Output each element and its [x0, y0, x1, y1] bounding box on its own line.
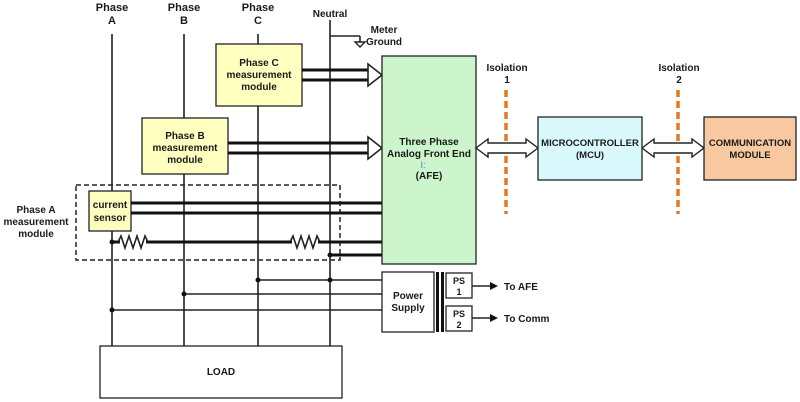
phase-c-letter: C: [254, 15, 262, 27]
ps1-label-2: 1: [456, 287, 461, 297]
junction-dot: [181, 291, 187, 297]
afe-label-1: Three Phase: [399, 137, 459, 148]
phase-c-module-label-1: Phase C: [239, 58, 278, 69]
phase-b-letter: B: [180, 15, 188, 27]
neutral-line: [329, 20, 367, 346]
ps1-block: PS 1: [445, 272, 473, 299]
ps2-block: PS 2: [445, 305, 473, 332]
phase-b-module-label-3: module: [167, 155, 203, 166]
phase-c-measurement-module: Phase C measurement module: [215, 43, 303, 107]
afe-mcu-link: [474, 137, 540, 159]
afe-label-3: (AFE): [416, 171, 443, 182]
arrow-phase-c-to-afe: [367, 62, 384, 88]
phase-a-measurement-module: [75, 184, 341, 261]
current-sensor: current sensor: [88, 190, 132, 232]
power-supply-block: Power Supply: [381, 271, 435, 333]
neutral-label: Neutral: [313, 9, 348, 20]
current-sensor-label-2: sensor: [94, 213, 127, 224]
arrow-to-afe: [472, 282, 498, 290]
phase-a-module-label-3: module: [18, 229, 54, 240]
transformer-bar: [436, 272, 439, 332]
arrow-to-comm: [472, 314, 498, 322]
current-sensor-label-1: current: [93, 200, 128, 211]
mcu-label-2: (MCU): [576, 150, 604, 161]
resistor-icon: [289, 233, 321, 251]
resistor-icon: [117, 233, 149, 251]
transformer-bar: [441, 272, 444, 332]
meter-ground-label-2: Ground: [366, 37, 402, 48]
phase-a-letter: A: [108, 15, 116, 27]
mcu-label-1: MICROCONTROLLER: [541, 138, 639, 149]
junction-dot: [255, 277, 261, 283]
ground-icon: [353, 41, 367, 48]
afe-label-2: Analog Front End: [387, 149, 471, 160]
microcontroller-block: MICROCONTROLLER (MCU): [537, 116, 643, 181]
to-afe-label: To AFE: [504, 282, 538, 293]
afe-block: Three Phase Analog Front End I: (AFE): [381, 55, 477, 265]
ps2-label-2: 2: [456, 320, 461, 330]
comm-label-1: COMMUNICATION: [709, 138, 791, 149]
load-block: LOAD: [99, 345, 343, 399]
communication-module-block: COMMUNICATION MODULE: [703, 116, 797, 181]
isolation-2-label: Isolation: [658, 63, 699, 74]
phase-a-module-label-1: Phase A: [16, 205, 55, 216]
afe-mark: I:: [420, 160, 425, 170]
meter-ground-label-1: Meter: [371, 25, 398, 36]
phase-b-module-label-2: measurement: [152, 143, 218, 154]
ps2-label-1: PS: [453, 309, 465, 319]
power-supply-label-2: Supply: [391, 303, 425, 314]
junction-dot: [109, 239, 115, 245]
phase-c-module-label-2: measurement: [226, 70, 292, 81]
phase-a-module-label-2: measurement: [3, 217, 69, 228]
signal-wires: [112, 68, 382, 257]
phase-b-measurement-module: Phase B measurement module: [141, 117, 229, 175]
junction-dot: [327, 252, 333, 258]
to-comm-label: To Comm: [504, 314, 549, 325]
isolation-1-number: 1: [504, 75, 510, 86]
isolation-2-number: 2: [676, 75, 682, 86]
phase-c-module-label-3: module: [241, 82, 277, 93]
ps1-label-1: PS: [453, 276, 465, 286]
mcu-comm-link: [640, 137, 706, 159]
load-label: LOAD: [207, 367, 235, 378]
phase-b-module-label-1: Phase B: [165, 131, 204, 142]
junction-dot: [327, 277, 333, 283]
phase-b-title: Phase: [168, 2, 200, 14]
phase-c-title: Phase: [242, 2, 274, 14]
power-supply-feeds: [112, 279, 382, 311]
comm-label-2: MODULE: [729, 150, 770, 161]
isolation-1-label: Isolation: [486, 63, 527, 74]
arrow-phase-b-to-afe: [367, 135, 384, 161]
junction-dot: [109, 307, 115, 313]
power-supply-label-1: Power: [393, 291, 423, 302]
phase-a-title: Phase: [96, 2, 128, 14]
